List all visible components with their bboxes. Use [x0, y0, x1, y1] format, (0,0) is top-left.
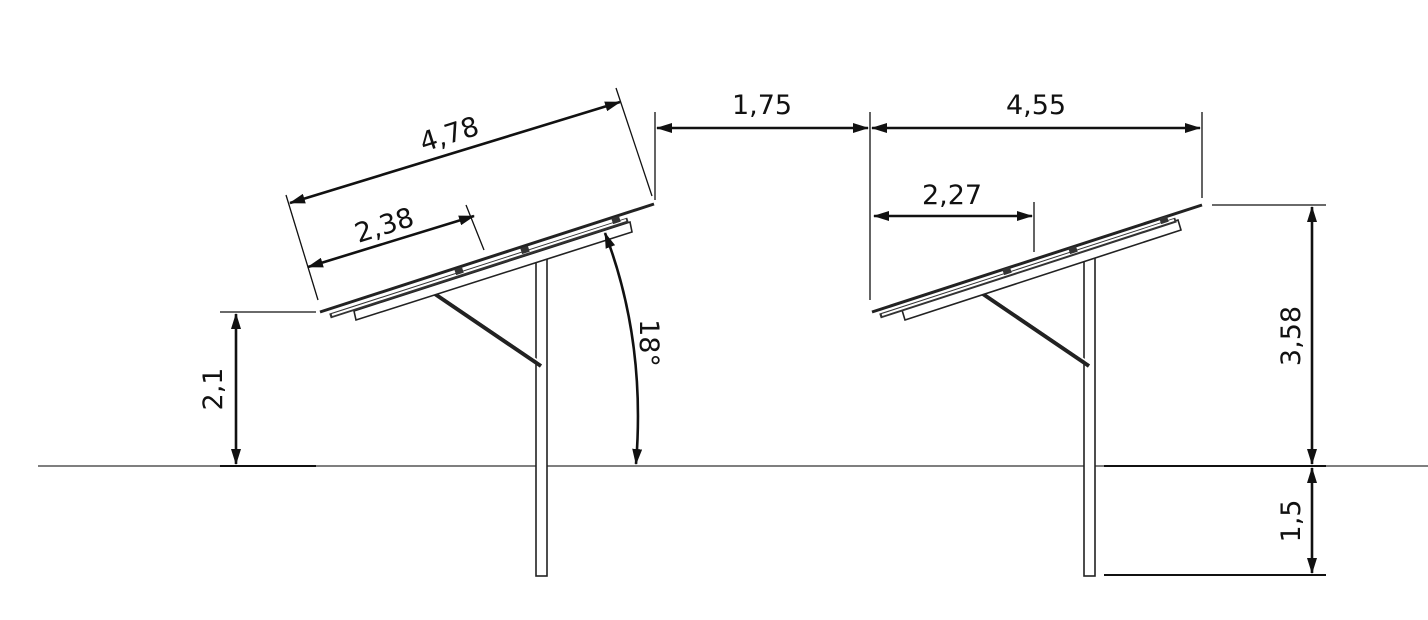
dim-row-gap: 1,75 [654, 90, 871, 300]
dim-label-row-gap: 1,75 [732, 90, 792, 121]
left-brace [430, 290, 543, 368]
dim-embedment-depth: 1,5 [1104, 467, 1326, 576]
dim-label-embedment: 1,5 [1276, 500, 1307, 543]
right-rail [901, 218, 1182, 322]
dim-low-edge-height: 2,1 [198, 311, 316, 467]
left-post [535, 251, 548, 577]
dim-label-high-edge: 3,58 [1276, 306, 1307, 366]
left-clamp [611, 215, 621, 225]
ext-line [615, 87, 653, 197]
left-panel-frame-inner [331, 219, 627, 316]
ext-line [465, 204, 485, 251]
dim-line [307, 214, 475, 269]
left-clamp [454, 266, 464, 276]
right-clamp [1159, 215, 1169, 225]
right-brace-inner [981, 289, 1092, 365]
right-brace [978, 290, 1091, 368]
left-panel [319, 202, 655, 314]
dim-label-panel-width: 4,78 [416, 111, 483, 159]
left-clamp [520, 245, 530, 255]
right-clamp [1002, 266, 1012, 276]
ext-line [285, 194, 319, 301]
dim-label-half-projection: 2,27 [922, 180, 982, 211]
right-clamp [1068, 245, 1078, 255]
dim-panel-width: 4,78 [285, 87, 653, 301]
dim-line [289, 100, 621, 205]
angle-arc [603, 232, 643, 465]
right-panel [871, 203, 1203, 314]
right-structure [871, 203, 1203, 577]
dim-high-edge-height: 3,58 [1104, 204, 1326, 467]
dim-label-horizontal-projection: 4,55 [1006, 90, 1066, 121]
left-structure [319, 202, 655, 577]
left-brace-inner [433, 289, 544, 365]
dim-tilt-angle: 18° [603, 232, 664, 465]
left-rail [353, 220, 633, 322]
dim-half-width: 2,38 [307, 202, 485, 269]
dim-horizontal-projection: 4,55 [871, 90, 1203, 198]
dim-label-low-edge: 2,1 [198, 368, 229, 411]
dim-half-projection: 2,27 [873, 180, 1035, 252]
dim-label-tilt-angle: 18° [633, 319, 664, 367]
right-post [1083, 251, 1096, 577]
right-panel-frame-inner [881, 219, 1175, 316]
